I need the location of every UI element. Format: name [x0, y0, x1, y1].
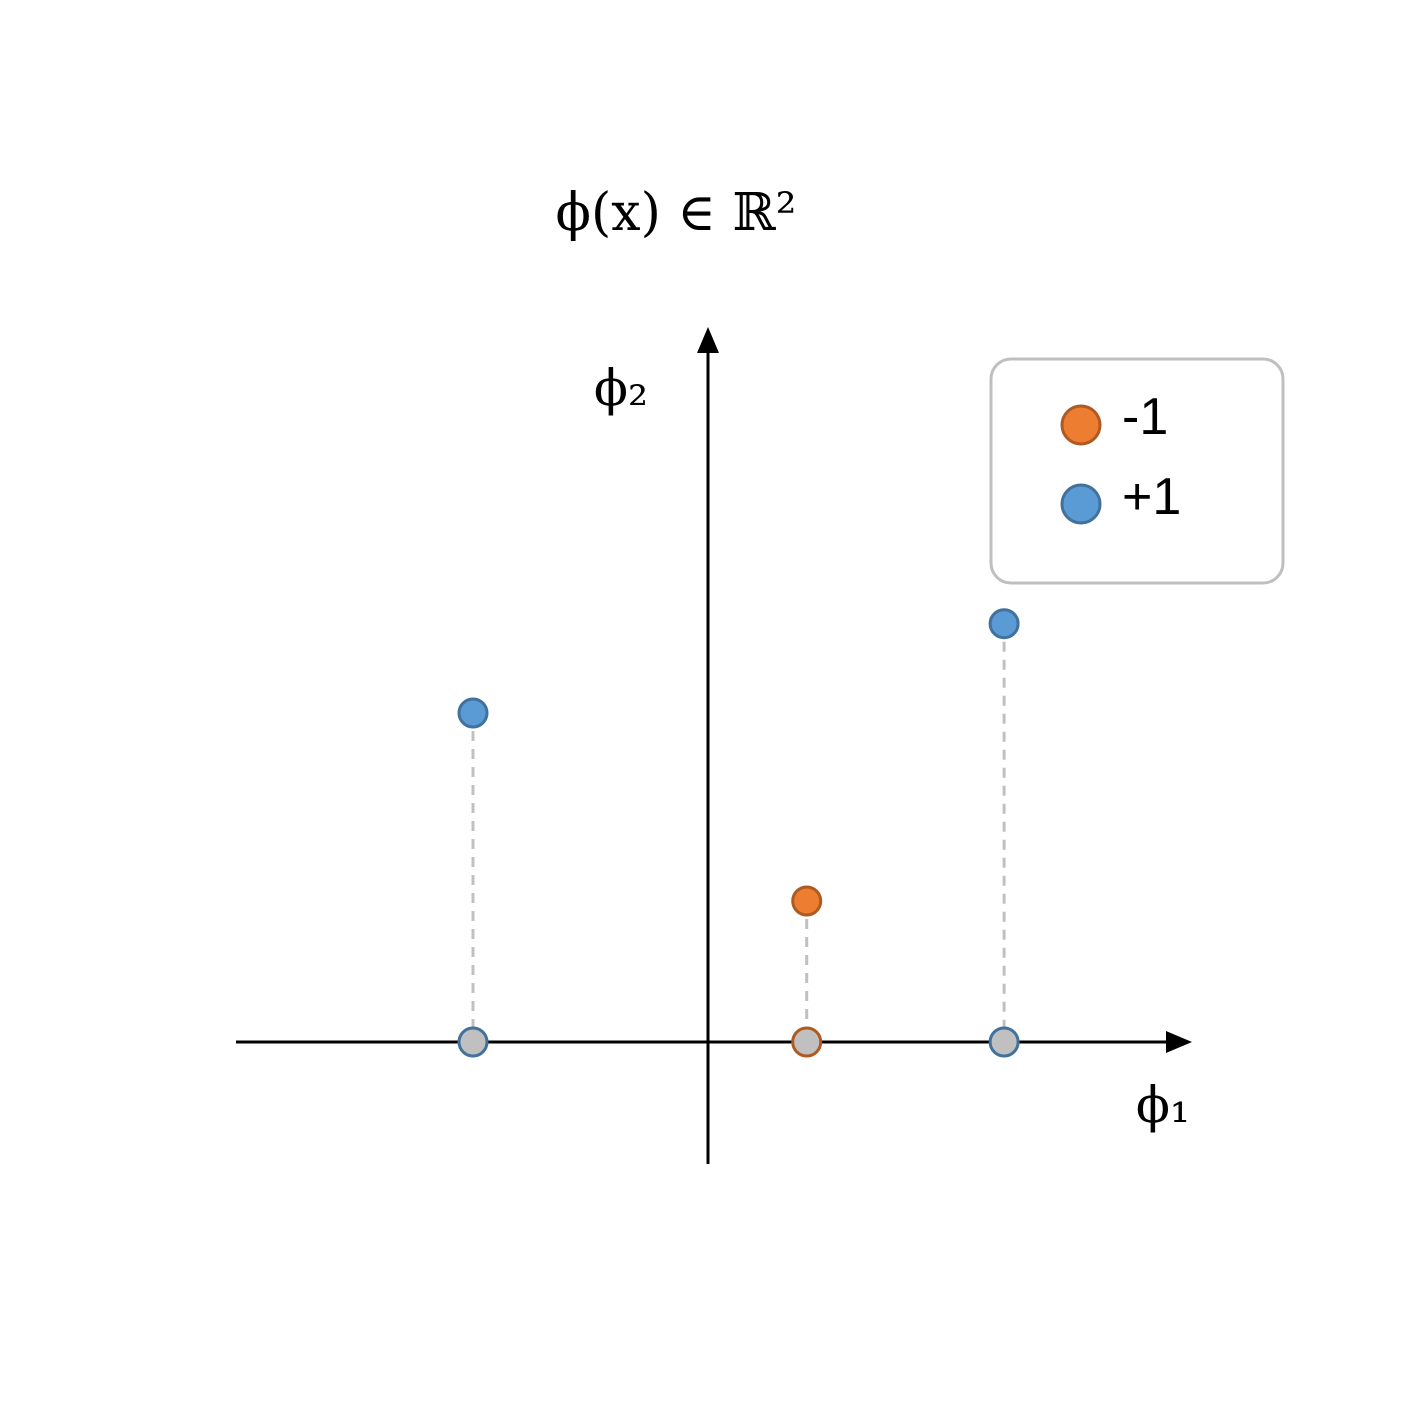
data-point	[457, 697, 489, 729]
projected-point	[988, 1026, 1020, 1058]
x-axis-arrow-icon	[1166, 1031, 1192, 1053]
data-point	[791, 885, 823, 917]
x-axis-label: ϕ₁	[1136, 1076, 1190, 1134]
y-axis-arrow-icon	[697, 327, 719, 353]
projected-point	[791, 1026, 823, 1058]
projected-point	[457, 1026, 489, 1058]
legend-marker-negative	[1060, 404, 1102, 446]
legend-label-negative: -1	[1122, 388, 1168, 446]
data-point	[988, 608, 1020, 640]
legend-label-positive: +1	[1122, 468, 1181, 526]
projection-lines	[471, 623, 1006, 1042]
y-axis-label: ϕ₂	[594, 359, 648, 417]
legend-marker-positive	[1060, 483, 1102, 525]
legend: -1 +1	[989, 357, 1285, 585]
data-points	[457, 608, 1020, 1058]
chart-title: ϕ(x) ∈ ℝ²	[556, 183, 797, 243]
